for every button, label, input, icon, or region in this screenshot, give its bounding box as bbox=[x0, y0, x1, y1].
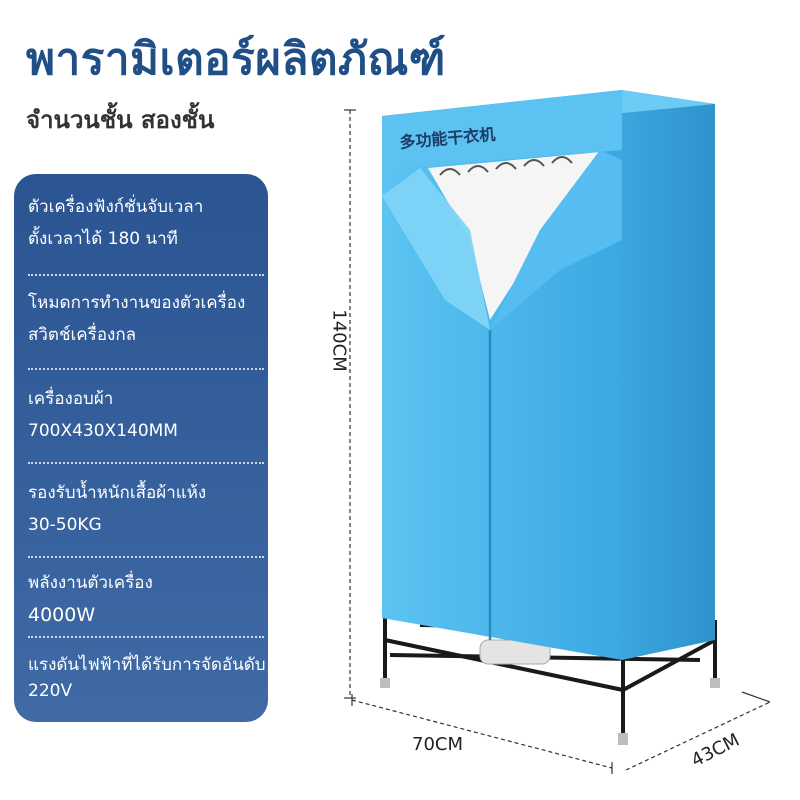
cover-flap bbox=[382, 90, 622, 170]
spec-divider bbox=[28, 274, 264, 276]
spec-value: สวิตช์เครื่องกล bbox=[28, 325, 137, 345]
spec-panel: ตัวเครื่องฟังก์ชั่นจับเวลา ตั้งเวลาได้ 1… bbox=[14, 174, 268, 722]
spec-divider bbox=[28, 462, 264, 464]
spec-voltage: แรงดันไฟฟ้าที่ได้รับการจัดอันดับ 220V bbox=[28, 654, 268, 702]
spec-label: เครื่องอบผ้า bbox=[28, 389, 114, 409]
layer-count-subtitle: จำนวนชั้น สองชั้น bbox=[26, 106, 215, 134]
spec-label: พลังงานตัวเครื่อง bbox=[28, 573, 153, 593]
spec-power: พลังงานตัวเครื่อง 4000W bbox=[28, 572, 268, 626]
height-label: 140CM bbox=[328, 309, 350, 372]
spec-label: ตัวเครื่องฟังก์ชั่นจับเวลา bbox=[28, 197, 204, 217]
spec-mode: โหมดการทำงานของตัวเครื่อง สวิตช์เครื่องก… bbox=[28, 292, 268, 346]
spec-value: 220V bbox=[28, 681, 73, 701]
spec-timer: ตัวเครื่องฟังก์ชั่นจับเวลา ตั้งเวลาได้ 1… bbox=[28, 196, 268, 250]
spec-label: แรงดันไฟฟ้าที่ได้รับการจัดอันดับ bbox=[28, 655, 266, 675]
spec-label: โหมดการทำงานของตัวเครื่อง bbox=[28, 293, 246, 313]
spec-label: รองรับน้ำหนักเสื้อผ้าแห้ง bbox=[28, 483, 207, 503]
spec-size: เครื่องอบผ้า 700X430X140MM bbox=[28, 388, 268, 442]
spec-divider bbox=[28, 636, 264, 638]
width-label: 70CM bbox=[412, 734, 464, 755]
spec-value: 30-50KG bbox=[28, 515, 102, 535]
width-dimension-line bbox=[351, 699, 613, 769]
left-door-flap bbox=[382, 168, 490, 330]
spec-value: ตั้งเวลาได้ 180 นาที bbox=[28, 229, 178, 249]
spec-value: 700X430X140MM bbox=[28, 421, 178, 441]
right-door-flap bbox=[490, 150, 622, 330]
cover-side-panel bbox=[622, 90, 715, 660]
leg-caps bbox=[380, 678, 720, 745]
spec-divider bbox=[28, 368, 264, 370]
spec-load: รองรับน้ำหนักเสื้อผ้าแห้ง 30-50KG bbox=[28, 482, 268, 536]
spec-value: 4000W bbox=[28, 604, 96, 626]
spec-divider bbox=[28, 556, 264, 558]
depth-dimension-line bbox=[625, 701, 771, 771]
page-title: พารามิเตอร์ผลิตภัณฑ์ bbox=[26, 34, 446, 85]
clothes-opening bbox=[428, 152, 600, 320]
hangers bbox=[439, 156, 573, 176]
